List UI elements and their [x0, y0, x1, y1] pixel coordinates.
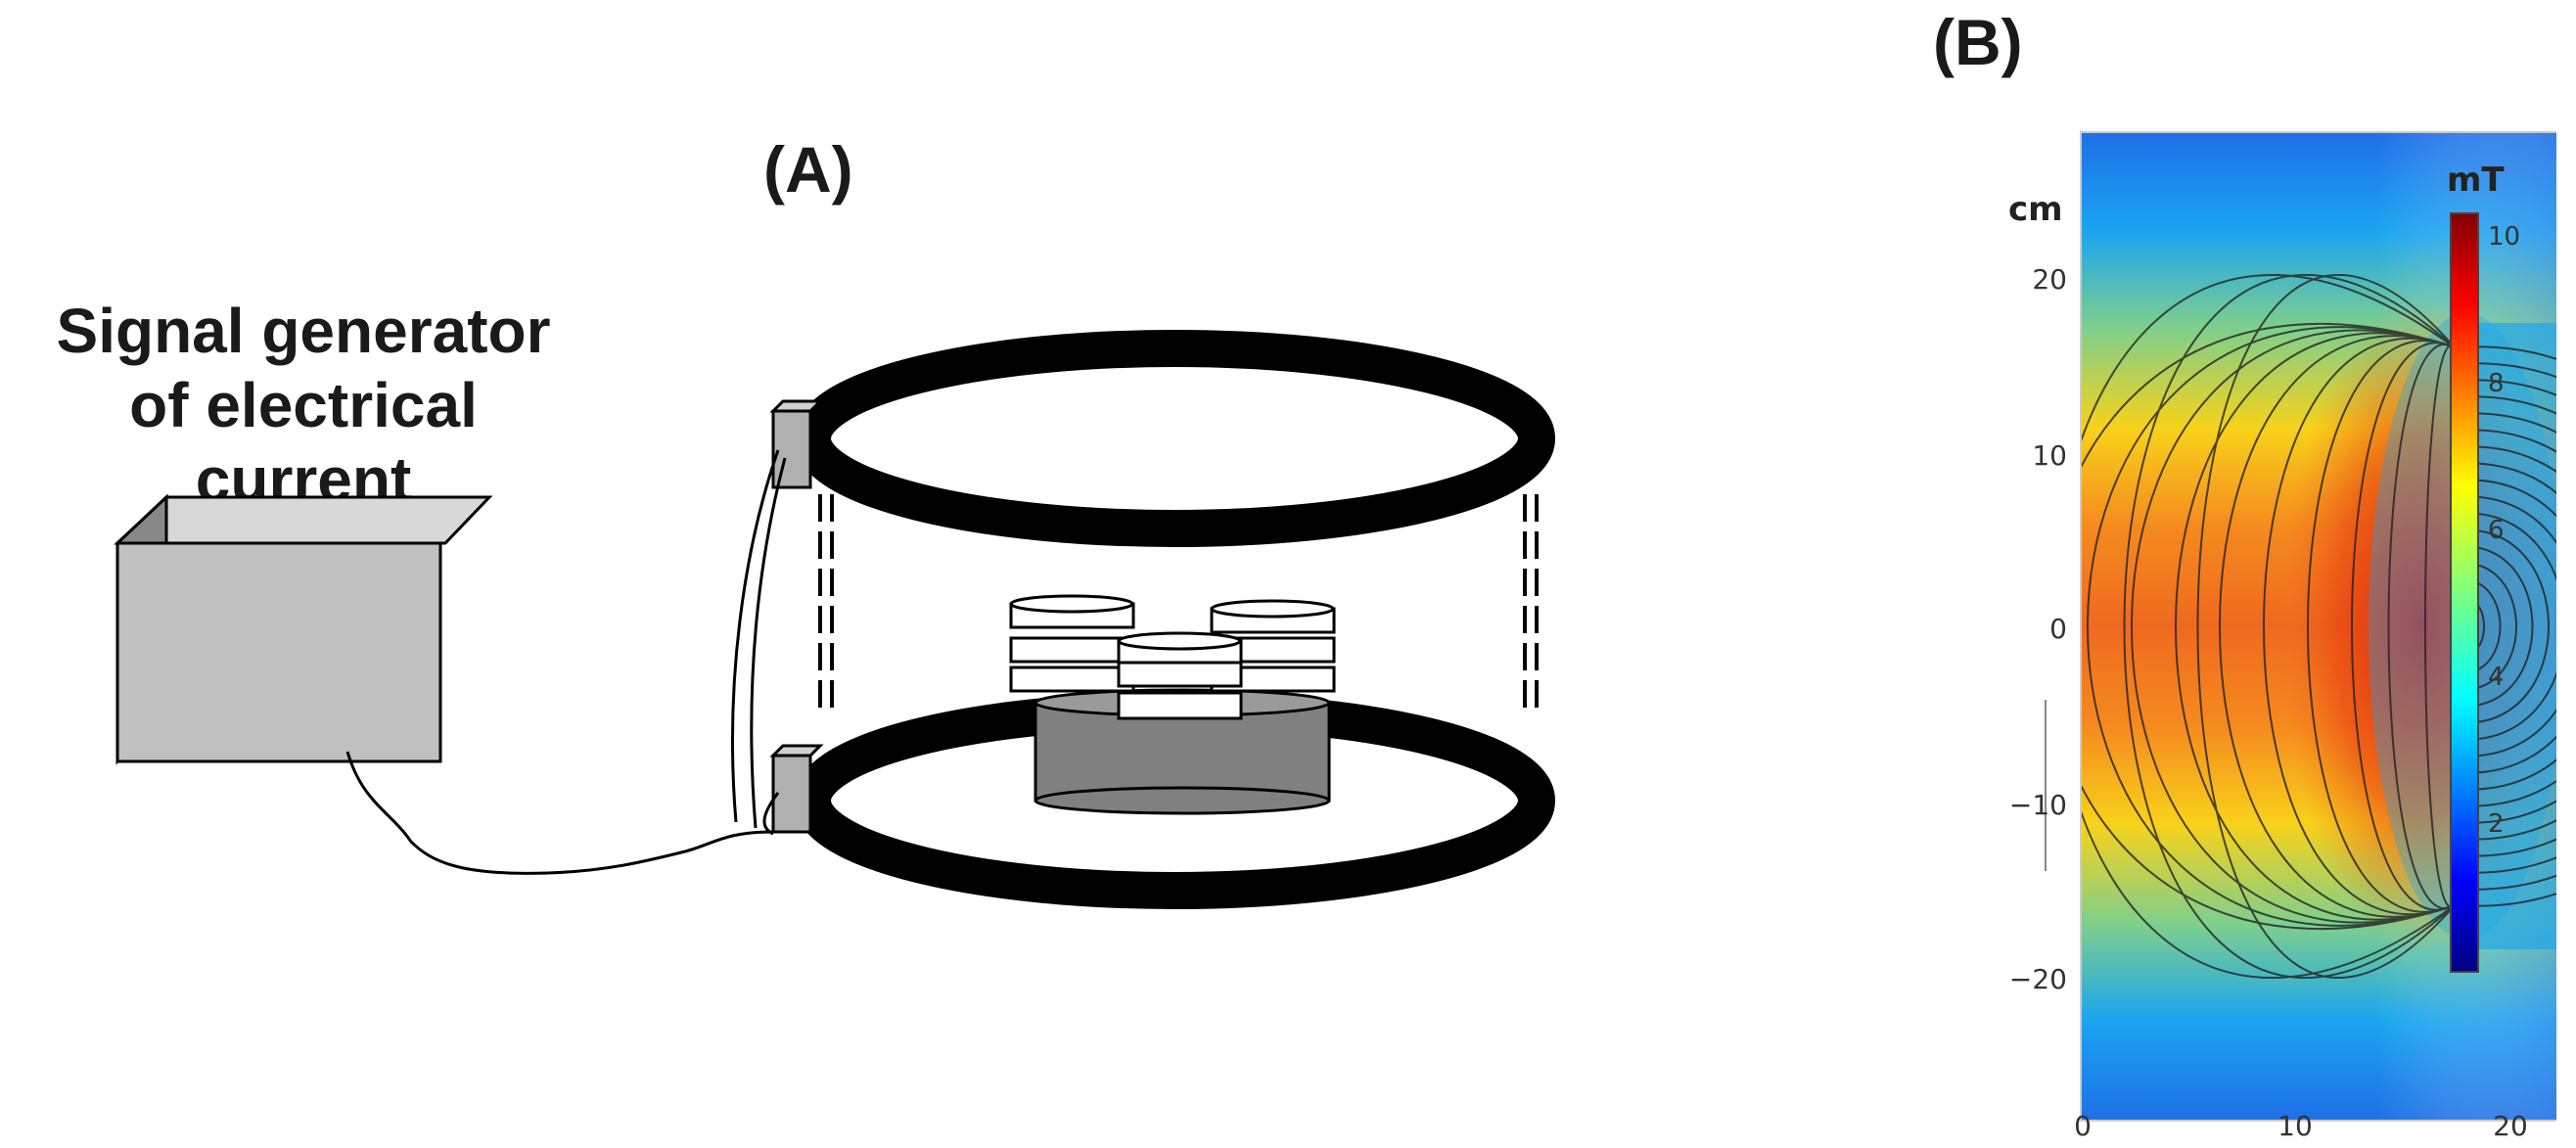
generator-label-line-1: Signal generator: [56, 296, 551, 366]
colorbar-tick-label: 4: [2488, 663, 2505, 692]
y-tick-label: 0: [2049, 613, 2067, 645]
dish-stack-center: [1117, 631, 1243, 720]
y-tick-label: 20: [2032, 263, 2067, 296]
top-coil-ring: [794, 330, 1555, 547]
bottom-connector: [771, 754, 812, 834]
colorbar-tick-label: 6: [2488, 516, 2505, 545]
apparatus-diagram: [114, 330, 1555, 909]
field-line: [2454, 495, 2556, 758]
colorbar-tick-label: 8: [2488, 369, 2505, 398]
signal-generator-box: [114, 493, 493, 765]
field-line: [2387, 343, 2456, 910]
field-line: [2454, 445, 2556, 807]
y-tick-label: 10: [2032, 439, 2067, 472]
field-line: [2131, 329, 2456, 924]
field-line: [2081, 273, 2456, 980]
field-line: [2454, 479, 2556, 774]
dish-stack-left: [1009, 594, 1135, 693]
y-tick-label: −10: [2009, 789, 2067, 821]
colorbar-tick-labels: 10 8 6 4 2: [2488, 222, 2520, 839]
panel-b-label: (B): [1933, 6, 2023, 78]
colorbar: mT 10 8 6 4 2: [2447, 161, 2520, 973]
x-tick-label: 0: [2074, 1110, 2092, 1142]
colorbar-gradient: [2450, 212, 2479, 973]
y-tick-label: −20: [2009, 963, 2067, 995]
x-tick-labels: 0 10 20: [2074, 1110, 2528, 1142]
field-line: [2454, 462, 2556, 791]
field-line: [2219, 335, 2456, 918]
generator-box-front: [115, 541, 442, 763]
field-line: [2263, 337, 2456, 916]
connector-wires: [731, 449, 787, 836]
x-tick-label: 20: [2493, 1110, 2528, 1142]
field-line: [2175, 332, 2456, 921]
generator-label-line-2: of electrical: [129, 370, 478, 440]
field-line: [2454, 528, 2550, 724]
colorbar-tick-label: 10: [2488, 222, 2520, 252]
field-line: [2081, 323, 2456, 930]
colorbar-unit: mT: [2447, 161, 2505, 200]
field-line: [2087, 326, 2456, 927]
generator-box-top: [114, 495, 493, 545]
culture-dishes: [1009, 594, 1336, 720]
field-line: [2454, 429, 2556, 824]
y-tick-labels: 20 10 0 −10 −20: [2009, 263, 2067, 995]
field-line: [2123, 274, 2456, 979]
x-tick-label: 10: [2277, 1110, 2313, 1142]
generator-cable: [345, 751, 774, 875]
field-line: [2307, 340, 2456, 913]
field-line: [2454, 562, 2517, 691]
field-lines: [2081, 273, 2556, 980]
field-line: [2424, 344, 2456, 908]
field-line: [2196, 274, 2456, 979]
field-line: [2454, 545, 2534, 708]
y-axis-unit: cm: [2008, 190, 2063, 229]
field-line: [2351, 342, 2456, 911]
coil-connectors: [769, 399, 824, 834]
panel-a-label: (A): [763, 133, 853, 206]
field-line: [2454, 512, 2556, 741]
colorbar-tick-label: 2: [2488, 809, 2505, 839]
top-connector: [771, 409, 812, 489]
dish-stack-right: [1210, 599, 1336, 693]
